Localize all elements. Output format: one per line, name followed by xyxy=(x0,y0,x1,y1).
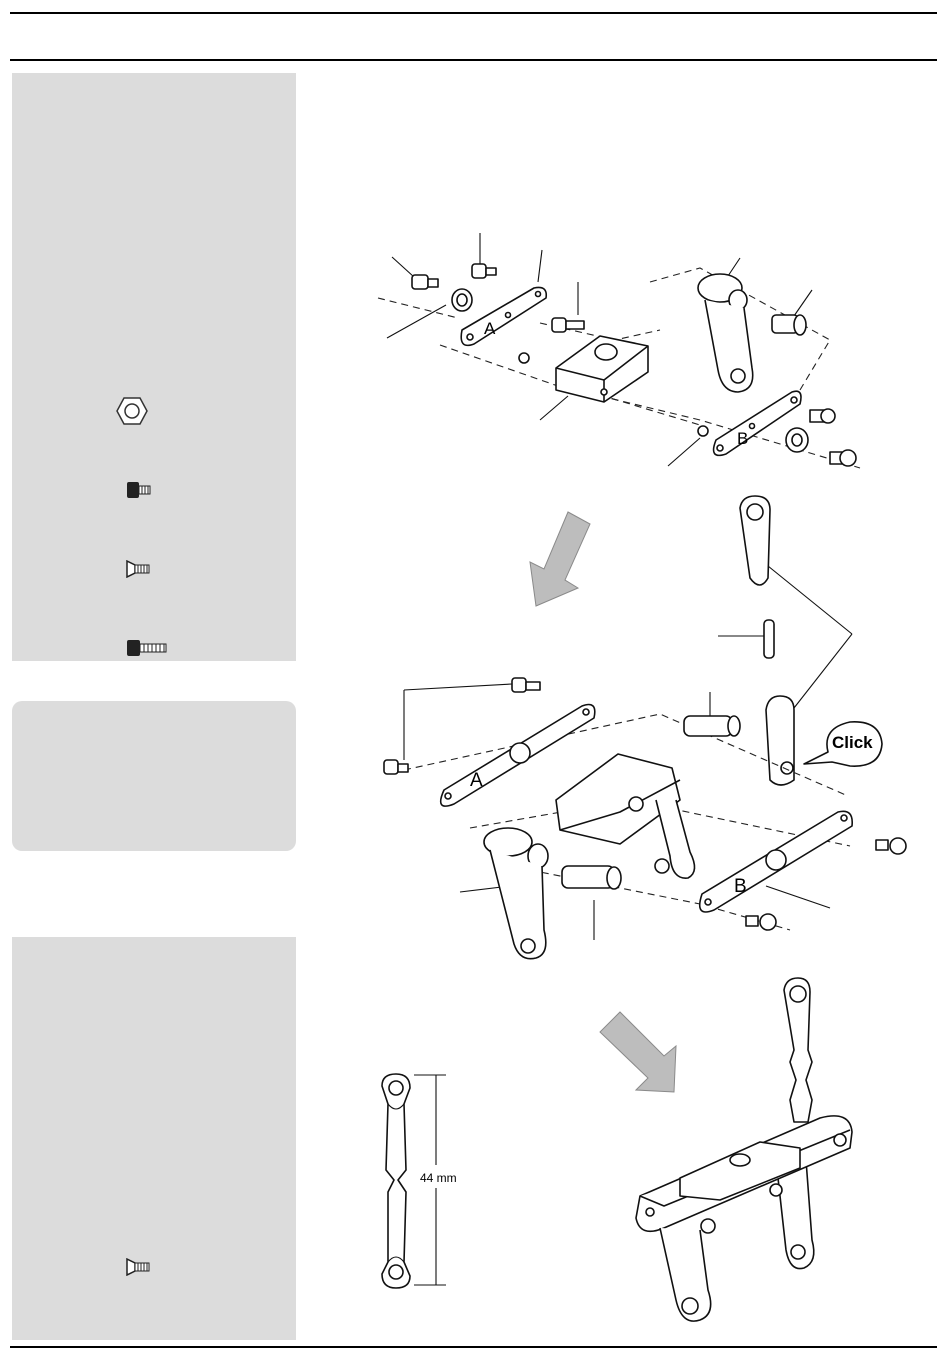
linkage-rod xyxy=(382,1074,410,1288)
ball-link-part xyxy=(766,696,794,785)
center-block xyxy=(556,754,695,878)
bellcrank-arm-part xyxy=(698,274,753,392)
screw-part xyxy=(876,838,906,854)
note-panel xyxy=(12,701,296,851)
part-letter-a: A xyxy=(484,319,496,338)
assembly-diagram: .p{fill:#fff;stroke:#111;stroke-width:1.… xyxy=(300,60,950,1350)
screw-part xyxy=(472,264,496,278)
step2-exploded-view: Click A xyxy=(384,496,906,959)
cap-screw-short-icon xyxy=(126,481,152,499)
center-block xyxy=(556,336,648,402)
screw-part xyxy=(746,914,776,930)
nut-icon xyxy=(116,396,148,426)
bellcrank-arm-part xyxy=(484,828,548,959)
screw-part xyxy=(810,409,835,423)
washer-part xyxy=(519,353,529,363)
link-plate-a: A xyxy=(461,287,546,345)
screw-part xyxy=(512,678,540,692)
part-letter-a: A xyxy=(470,770,483,791)
countersunk-screw-icon xyxy=(126,1258,152,1276)
click-callout: Click xyxy=(804,722,882,766)
bushing-part xyxy=(772,315,806,335)
part-letter-b: B xyxy=(734,876,747,897)
linkage-panel xyxy=(12,937,296,1340)
screw-part xyxy=(412,275,438,289)
washer-part xyxy=(698,426,708,436)
screw-part xyxy=(384,760,408,774)
parts-panel xyxy=(12,73,296,661)
screw-part xyxy=(830,450,856,466)
part-letter-b: B xyxy=(737,429,748,448)
bushing-part xyxy=(562,866,621,889)
cap-screw-long-icon xyxy=(126,639,168,657)
link-plate-b: B xyxy=(700,811,853,912)
bearing-part xyxy=(452,289,472,311)
pin-part xyxy=(764,620,774,658)
dimension-label: 44 mm xyxy=(420,1171,457,1185)
click-label: Click xyxy=(832,733,873,752)
ball-link-part xyxy=(740,496,770,585)
assembly-arrow xyxy=(600,1012,676,1092)
countersunk-screw-icon xyxy=(126,560,152,578)
header-top-rule xyxy=(10,12,937,14)
step1-exploded-view: A xyxy=(378,233,860,468)
assembly-arrow xyxy=(530,512,590,606)
final-assembly xyxy=(636,978,852,1321)
dimension-line: 44 mm xyxy=(414,1075,457,1285)
bushing-part xyxy=(684,716,740,736)
bearing-part xyxy=(786,428,808,452)
